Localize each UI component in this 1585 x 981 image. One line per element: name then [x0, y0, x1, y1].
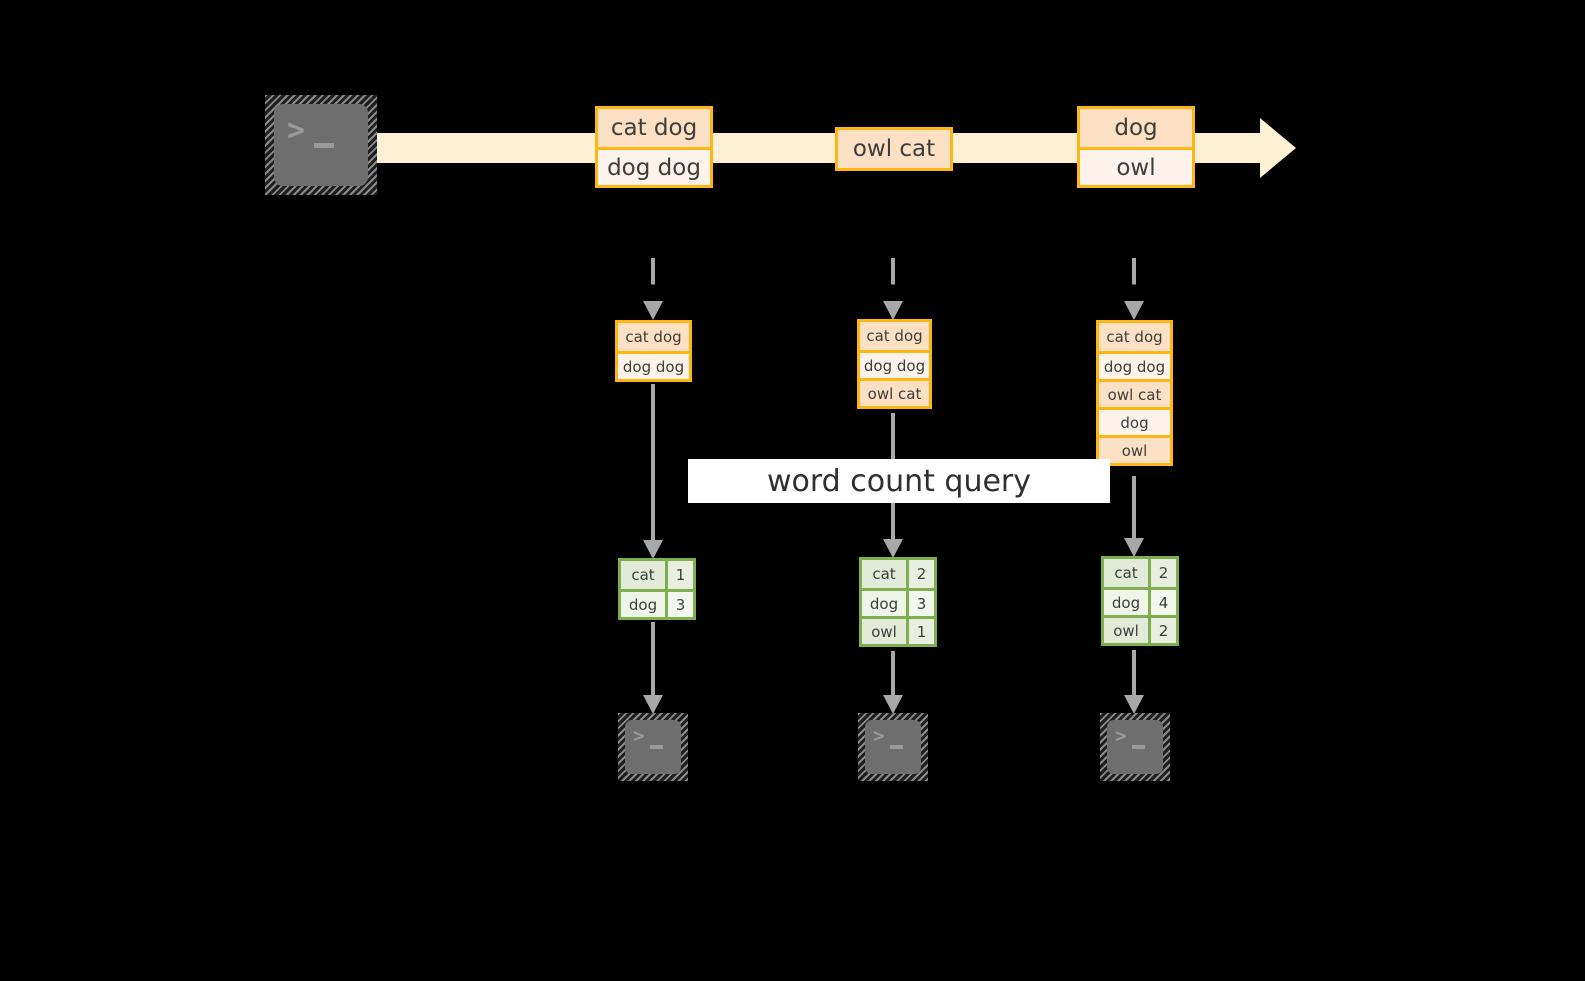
snapshot-2-sink-connector: [883, 651, 903, 714]
stream-event-2[interactable]: owl cat: [835, 127, 953, 171]
snapshot-1-dashed-connector: [643, 258, 663, 320]
table-row: owl 2: [1104, 615, 1176, 643]
count-cell: 1: [665, 561, 693, 589]
snapshot-input-line: cat dog: [860, 322, 929, 350]
prompt-cursor-icon: [314, 143, 334, 148]
snapshot-input-line: cat dog: [1099, 323, 1170, 351]
count-cell: 2: [1148, 559, 1176, 587]
table-row: dog 3: [621, 589, 693, 617]
snapshot-input-line: owl cat: [860, 378, 929, 406]
query-label-text: word count query: [766, 463, 1032, 499]
word-cell: cat: [621, 561, 665, 589]
snapshot-3-dashed-connector: [1124, 258, 1144, 320]
snapshot-input-line: dog dog: [1099, 351, 1170, 379]
terminal-screen: >: [865, 720, 921, 774]
word-cell: owl: [1104, 618, 1148, 643]
prompt-cursor-icon: [890, 745, 903, 749]
stream-event-3[interactable]: dog owl: [1077, 106, 1195, 188]
snapshot-3-sink-connector: [1124, 650, 1144, 714]
snapshot-input-line: dog: [1099, 407, 1170, 435]
prompt-cursor-icon: [1132, 745, 1145, 749]
snapshot-input-line: owl cat: [1099, 379, 1170, 407]
snapshot-input-line: owl: [1099, 435, 1170, 463]
prompt-chevron-icon: >: [287, 113, 306, 148]
event-line: dog dog: [598, 147, 710, 185]
snapshot-input-line: cat dog: [618, 323, 689, 351]
terminal-screen: >: [1107, 720, 1163, 774]
snapshot-input-line: dog dog: [618, 351, 689, 379]
snapshot-2-input-box[interactable]: cat dog dog dog owl cat: [857, 319, 932, 409]
table-row: owl 1: [862, 616, 934, 644]
event-line: owl: [1080, 147, 1192, 185]
count-cell: 1: [906, 619, 934, 644]
prompt-chevron-icon: >: [1115, 725, 1127, 747]
table-row: dog 4: [1104, 587, 1176, 615]
source-terminal-icon[interactable]: >: [265, 95, 377, 195]
count-cell: 3: [665, 592, 693, 617]
prompt-chevron-icon: >: [873, 725, 885, 747]
snapshot-3-input-box[interactable]: cat dog dog dog owl cat dog owl: [1096, 320, 1173, 466]
snapshot-2-result-table[interactable]: cat 2 dog 3 owl 1: [859, 557, 937, 647]
snapshot-2-dashed-connector: [883, 258, 903, 320]
word-cell: dog: [862, 591, 906, 616]
snapshot-1-input-box[interactable]: cat dog dog dog: [615, 320, 692, 382]
query-label: word count query: [688, 459, 1110, 503]
count-cell: 2: [906, 560, 934, 588]
prompt-cursor-icon: [650, 745, 663, 749]
event-line: dog: [1080, 109, 1192, 147]
prompt-chevron-icon: >: [633, 725, 645, 747]
word-cell: dog: [1104, 590, 1148, 615]
table-row: cat 2: [1104, 559, 1176, 587]
snapshot-1-result-table[interactable]: cat 1 dog 3: [618, 558, 696, 620]
snapshot-1-sink-terminal-icon[interactable]: >: [618, 713, 688, 781]
snapshot-3-query-connector: [1124, 476, 1144, 557]
snapshot-3-result-table[interactable]: cat 2 dog 4 owl 2: [1101, 556, 1179, 646]
stream-event-1[interactable]: cat dog dog dog: [595, 106, 713, 188]
terminal-screen: >: [274, 104, 368, 186]
word-cell: cat: [1104, 559, 1148, 587]
snapshot-1-sink-connector: [643, 622, 663, 714]
table-row: cat 2: [862, 560, 934, 588]
snapshot-input-line: dog dog: [860, 350, 929, 378]
word-cell: dog: [621, 592, 665, 617]
snapshot-3-sink-terminal-icon[interactable]: >: [1100, 713, 1170, 781]
count-cell: 3: [906, 591, 934, 616]
count-cell: 2: [1148, 618, 1176, 643]
table-row: cat 1: [621, 561, 693, 589]
table-row: dog 3: [862, 588, 934, 616]
snapshot-1-query-connector: [643, 384, 663, 559]
stream-arrowhead-icon: [1260, 118, 1296, 178]
event-line: owl cat: [838, 130, 950, 168]
count-cell: 4: [1148, 590, 1176, 615]
event-line: cat dog: [598, 109, 710, 147]
snapshot-2-sink-terminal-icon[interactable]: >: [858, 713, 928, 781]
word-cell: cat: [862, 560, 906, 588]
word-cell: owl: [862, 619, 906, 644]
terminal-screen: >: [625, 720, 681, 774]
